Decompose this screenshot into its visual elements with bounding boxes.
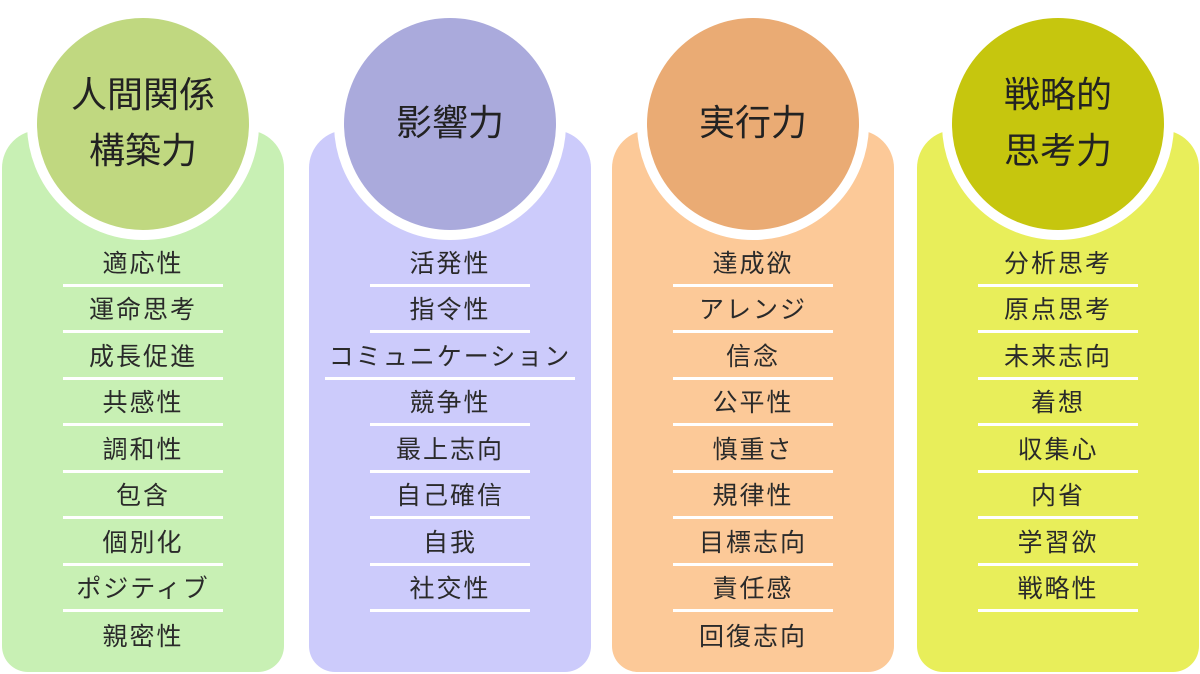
strength-item: コミュニケーション [324, 333, 576, 380]
strength-item: 調和性 [63, 426, 223, 473]
strength-item: 包含 [63, 473, 223, 519]
strength-item: 慎重さ [673, 426, 833, 473]
domain-column-relationship-building: 人間関係 構築力適応性運命思考成長促進共感性調和性包含個別化ポジティブ親密性 [2, 0, 284, 674]
strength-item: 公平性 [673, 380, 833, 426]
domain-column-influencing: 影響力活発性指令性コミュニケーション競争性最上志向自己確信自我社交性 [309, 0, 591, 674]
strength-item: 競争性 [370, 380, 530, 426]
strength-item: 着想 [978, 380, 1138, 426]
strength-item: 収集心 [978, 426, 1138, 473]
strength-list: 達成欲アレンジ信念公平性慎重さ規律性目標志向責任感回復志向 [612, 240, 894, 659]
strength-item: 社交性 [370, 566, 530, 612]
strength-item: 信念 [673, 333, 833, 380]
strength-item: 親密性 [102, 622, 184, 652]
domain-column-executing: 実行力達成欲アレンジ信念公平性慎重さ規律性目標志向責任感回復志向 [612, 0, 894, 674]
strength-item: 責任感 [673, 566, 833, 612]
strength-item: アレンジ [673, 287, 833, 333]
strength-item: 回復志向 [698, 622, 807, 652]
strength-item: 分析思考 [978, 240, 1138, 287]
strength-item: 戦略性 [978, 566, 1138, 612]
strength-item: 成長促進 [63, 333, 223, 380]
strength-item: 適応性 [63, 240, 223, 287]
strength-item: 運命思考 [63, 287, 223, 333]
strength-item: 最上志向 [370, 426, 530, 473]
strength-item: 規律性 [673, 473, 833, 519]
domain-title-circle: 人間関係 構築力 [27, 8, 259, 240]
strength-item: 達成欲 [673, 240, 833, 287]
strength-item: ポジティブ [63, 566, 223, 612]
domain-title-circle: 実行力 [637, 8, 869, 240]
strength-item: 共感性 [63, 380, 223, 426]
strength-item: 自己確信 [370, 473, 530, 519]
strength-item: 目標志向 [673, 519, 833, 566]
strength-item: 未来志向 [978, 333, 1138, 380]
domain-column-strategic-thinking: 戦略的 思考力分析思考原点思考未来志向着想収集心内省学習欲戦略性 [917, 0, 1199, 674]
strength-item: 指令性 [370, 287, 530, 333]
strength-list: 適応性運命思考成長促進共感性調和性包含個別化ポジティブ親密性 [2, 240, 284, 659]
strength-item: 内省 [978, 473, 1138, 519]
domain-title-circle: 影響力 [334, 8, 566, 240]
strength-item: 自我 [370, 519, 530, 566]
strength-item: 活発性 [370, 240, 530, 287]
domain-title-circle: 戦略的 思考力 [942, 8, 1174, 240]
strength-item: 個別化 [63, 519, 223, 566]
strength-list: 分析思考原点思考未来志向着想収集心内省学習欲戦略性 [917, 240, 1199, 612]
strength-item: 学習欲 [978, 519, 1138, 566]
strength-item: 原点思考 [978, 287, 1138, 333]
strength-list: 活発性指令性コミュニケーション競争性最上志向自己確信自我社交性 [309, 240, 591, 612]
